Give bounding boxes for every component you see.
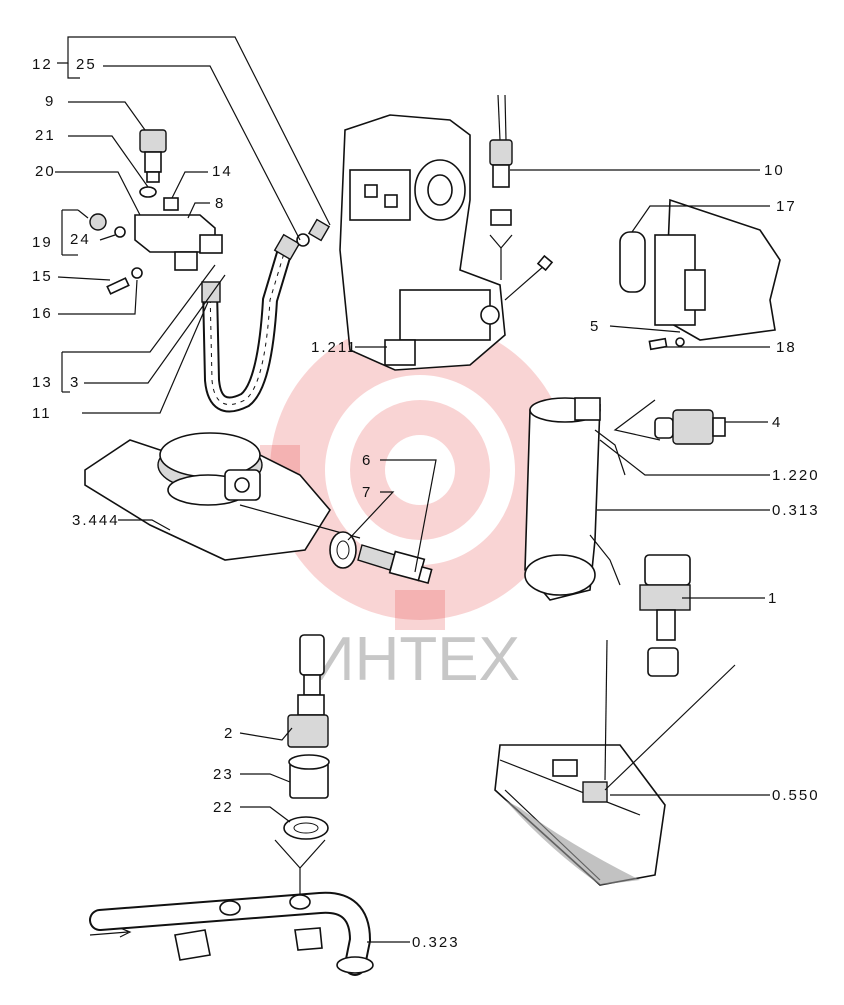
callout-20: 20	[35, 163, 56, 180]
callout-22: 22	[213, 799, 234, 816]
pressure-switch-assembly	[89, 129, 331, 413]
callout-0313: 0.313	[772, 502, 820, 519]
sender-4	[613, 399, 726, 445]
callout-0323: 0.323	[412, 934, 460, 951]
callout-25: 25	[76, 56, 97, 73]
callout-12: 12	[32, 56, 53, 73]
sensor-2-stack	[274, 634, 330, 895]
callout-1220: 1.220	[772, 467, 820, 484]
callout-2: 2	[224, 725, 234, 742]
callout-13: 13	[32, 374, 53, 391]
callout-1: 1	[768, 590, 778, 607]
pipe-0323	[89, 891, 374, 976]
callout-6: 6	[362, 452, 372, 469]
callout-18: 18	[776, 339, 797, 356]
callout-15: 15	[32, 268, 53, 285]
watermark-text: ИНТЕХ	[310, 625, 520, 694]
callout-1211: 1.211	[311, 339, 357, 356]
callout-8: 8	[215, 195, 225, 212]
cylinder-0313	[524, 397, 626, 601]
frame-rail-0550	[494, 639, 736, 886]
callout-16: 16	[32, 305, 53, 322]
engine-plate-3444	[84, 432, 361, 561]
callout-3: 3	[70, 374, 80, 391]
callout-9: 9	[45, 93, 55, 110]
callout-24: 24	[70, 231, 91, 248]
callout-3444: 3.444	[72, 512, 120, 529]
callout-4: 4	[772, 414, 782, 431]
gearbox-housing	[339, 114, 554, 371]
callout-19: 19	[32, 234, 53, 251]
callout-21: 21	[35, 127, 56, 144]
solenoid-panel	[619, 198, 781, 351]
callout-11: 11	[32, 405, 52, 422]
leader-lines	[55, 36, 770, 943]
callout-5: 5	[590, 318, 600, 335]
sender-6-washer-7	[329, 531, 433, 585]
callout-10: 10	[764, 162, 785, 179]
callout-17: 17	[776, 198, 797, 215]
callout-labels: 12 25 9 21 20 14 8 19 24 15 16 13 3 11 1…	[32, 56, 820, 951]
temperature-sender-10	[489, 94, 513, 280]
callout-14: 14	[212, 163, 233, 180]
callout-7: 7	[362, 484, 372, 501]
callout-0550: 0.550	[772, 787, 820, 804]
switch-1	[639, 554, 691, 677]
callout-23: 23	[213, 766, 234, 783]
